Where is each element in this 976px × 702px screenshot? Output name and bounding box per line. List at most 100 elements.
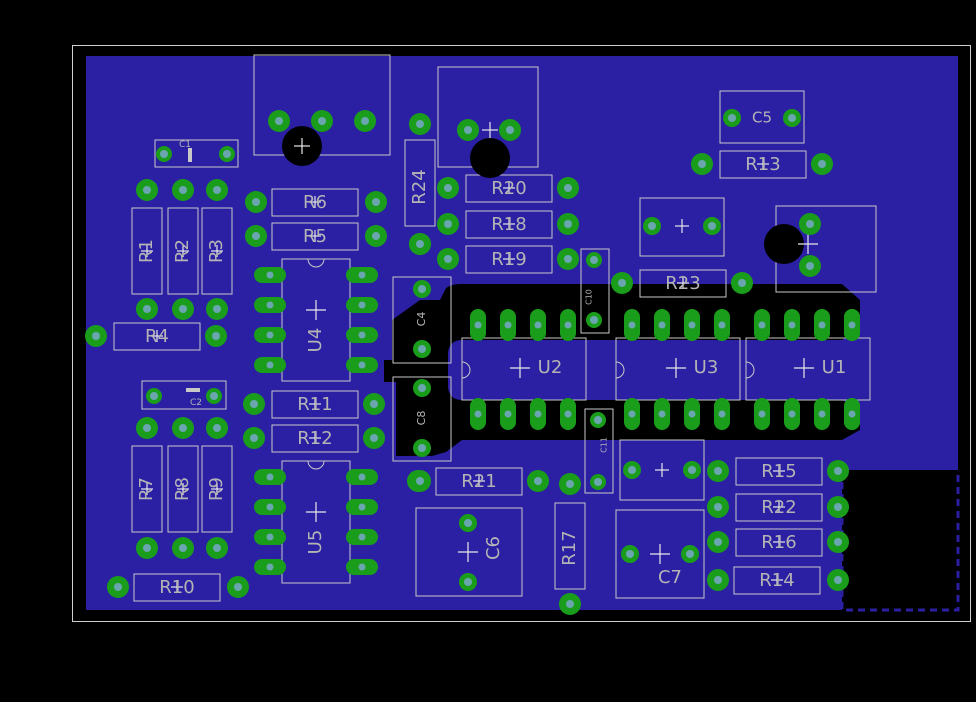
ref-r19: R19	[491, 249, 526, 270]
polarity-mark	[186, 388, 200, 392]
drill-hole	[266, 533, 274, 541]
drill-hole	[818, 160, 826, 168]
ref-c10: C10	[585, 289, 594, 305]
ref-r14: R14	[759, 570, 794, 591]
drill-hole	[474, 321, 482, 329]
drill-hole	[143, 186, 151, 194]
drill-hole	[212, 332, 220, 340]
drill-hole	[361, 117, 369, 125]
ref-r23: R23	[665, 273, 700, 294]
ref-r11: R11	[297, 394, 332, 415]
drill-hole	[213, 544, 221, 552]
drill-hole	[848, 410, 856, 418]
drill-hole	[688, 466, 696, 474]
drill-hole	[686, 550, 694, 558]
drill-hole	[474, 410, 482, 418]
ref-c8: C8	[415, 411, 428, 426]
resistor-r6-outline	[271, 188, 359, 217]
drill-hole	[658, 410, 666, 418]
drill-hole	[658, 321, 666, 329]
resistor-r15-outline	[735, 457, 823, 486]
drill-hole	[372, 198, 380, 206]
drill-hole	[728, 114, 736, 122]
drill-hole	[758, 410, 766, 418]
ic-u2-outline	[461, 337, 587, 401]
ref-r4: R4	[145, 326, 169, 347]
resistor-r2-outline	[167, 207, 199, 295]
mounting-hole-icon	[764, 224, 804, 264]
ref-r9: R9	[206, 477, 227, 501]
drill-hole	[590, 256, 598, 264]
resistor-r21-outline	[435, 467, 523, 496]
ref-r16: R16	[761, 532, 796, 553]
drill-hole	[416, 120, 424, 128]
ref-c5: C5	[752, 109, 772, 127]
ref-r24: R24	[409, 169, 430, 204]
ref-r7: R7	[136, 477, 157, 501]
ref-c11: C11	[600, 437, 609, 453]
ref-c2: C2	[190, 398, 202, 408]
resistor-r18-outline	[465, 210, 553, 239]
drill-hole	[250, 434, 258, 442]
drill-hole	[618, 279, 626, 287]
drill-hole	[564, 255, 572, 263]
resistor-r13-outline	[719, 150, 807, 179]
drill-hole	[213, 186, 221, 194]
board-outline	[72, 45, 971, 622]
drill-hole	[698, 160, 706, 168]
drill-hole	[714, 576, 722, 584]
drill-hole	[594, 478, 602, 486]
drill-hole	[834, 467, 842, 475]
capacitor-c5-outline	[719, 90, 805, 144]
drill-hole	[688, 410, 696, 418]
drill-hole	[834, 538, 842, 546]
drill-hole	[266, 361, 274, 369]
resistor-r24-outline	[404, 139, 436, 227]
drill-hole	[370, 434, 378, 442]
drill-hole	[818, 321, 826, 329]
drill-hole	[714, 538, 722, 546]
resistor-r5-outline	[271, 222, 359, 251]
drill-hole	[213, 305, 221, 313]
drill-hole	[358, 361, 366, 369]
drill-hole	[444, 220, 452, 228]
drill-hole	[534, 321, 542, 329]
resistor-r17-outline	[554, 502, 586, 590]
capacitor-c1-outline	[154, 139, 239, 168]
ref-r15: R15	[761, 461, 796, 482]
drill-hole	[416, 477, 424, 485]
resistor-r8-outline	[167, 445, 199, 533]
drill-hole	[566, 480, 574, 488]
drill-hole	[416, 240, 424, 248]
drill-hole	[358, 473, 366, 481]
drill-hole	[714, 503, 722, 511]
ref-u2: U2	[538, 357, 563, 378]
drill-hole	[358, 503, 366, 511]
drill-hole	[504, 410, 512, 418]
drill-hole	[504, 321, 512, 329]
drill-hole	[534, 477, 542, 485]
pour-dashed-boundary	[840, 470, 960, 612]
drill-hole	[266, 473, 274, 481]
drill-hole	[464, 126, 472, 134]
drill-hole	[718, 410, 726, 418]
drill-hole	[358, 331, 366, 339]
drill-hole	[266, 331, 274, 339]
resistor-r12-outline	[271, 424, 359, 453]
drill-hole	[252, 232, 260, 240]
drill-hole	[418, 384, 426, 392]
ref-u1: U1	[822, 357, 847, 378]
resistor-r10-outline	[133, 573, 221, 602]
drill-hole	[358, 301, 366, 309]
silkscreen-layer	[113, 54, 877, 602]
resistor-r20-outline	[465, 174, 553, 203]
drill-hole	[788, 321, 796, 329]
polarity-mark	[188, 148, 192, 162]
ref-r10: R10	[159, 577, 194, 598]
drill-hole	[688, 321, 696, 329]
mounting-hole-icon	[470, 138, 510, 178]
capacitor-c8-outline	[392, 376, 452, 462]
ic-u1-outline	[745, 337, 871, 401]
drill-hole	[464, 519, 472, 527]
